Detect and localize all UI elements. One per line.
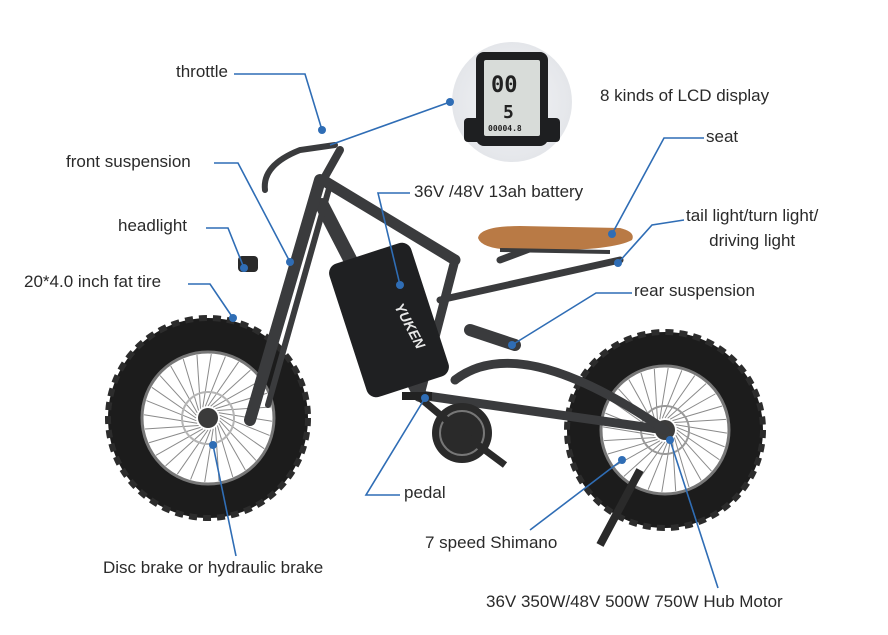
callout-pedal [364,397,426,496]
label-front-suspension: front suspension [66,152,191,171]
spoke [219,420,257,461]
spoke [661,440,671,492]
label-pedal: pedal [404,483,446,502]
spoke [653,368,659,421]
spoke [155,428,204,456]
spoke [190,429,212,480]
label-fat-tire: 20*4.0 inch fat tire [24,272,162,291]
callout-lcd [329,101,451,146]
label-headlight: headlight [118,216,188,235]
spoke [151,386,197,419]
spoke [219,417,265,450]
label-rear-suspension: rear suspension [634,281,755,300]
front-wheel [105,315,311,521]
label-seat: seat [706,127,739,146]
spoke [204,428,214,482]
spoke [640,372,657,423]
spoke [207,361,240,407]
callout-hub-motor [669,439,719,589]
spoke [676,429,720,461]
spoke [676,426,725,448]
spoke [217,406,272,412]
label-throttle: throttle [176,62,228,81]
callout-battery-dot [396,281,404,289]
spoke [212,380,261,408]
callout-dots [209,98,674,464]
callout-throttle [234,73,323,131]
spoke [170,365,198,414]
spoke [196,354,202,409]
spoke [148,426,201,444]
callout-tail-light [617,219,685,264]
spoke [672,405,723,422]
callout-rear-suspension-dot [508,341,516,349]
callout-shimano [529,459,623,531]
spoke [607,438,658,455]
callout-fat-tire-dot [229,314,237,322]
crankset [402,392,508,468]
spoke [176,429,209,475]
label-tail-light: tail light/turn light/ driving light [686,206,819,250]
callout-shimano-dot [618,456,626,464]
lcd-gear: 5 [503,102,514,123]
spoke [159,375,197,416]
callout-front-suspension-dot [286,258,294,266]
callout-lines [188,73,719,589]
spoke [661,370,683,419]
callout-seat [611,137,704,235]
callout-headlight [206,227,245,269]
spoke [673,437,690,488]
label-shimano: 7 speed Shimano [425,533,558,552]
callout-pedal-dot [421,394,429,402]
kickstand [596,468,644,547]
callout-battery [376,192,410,286]
lcd-odometer: 00004.8 [488,124,522,133]
callout-throttle-dot [318,126,326,134]
spoke [218,422,246,471]
spoke [182,358,200,411]
callout-front-suspension [214,162,291,263]
spoke [676,432,712,472]
callout-seat-dot [608,230,616,238]
spoke [219,414,270,436]
spoke [664,375,696,419]
spoke [603,436,656,442]
battery: YUKEN [329,242,449,398]
spoke [144,424,199,430]
spoke [202,354,212,408]
callout-rear-suspension [511,292,632,346]
callout-hub-motor-dot [666,436,674,444]
spoke [659,368,669,420]
callout-fat-tire [188,283,234,319]
spoke [216,425,234,478]
spoke [210,369,251,407]
spoke [144,414,198,424]
spoke [623,441,663,477]
spoke [669,393,716,420]
spoke [675,424,727,434]
spoke [674,418,727,424]
callout-headlight-dot [240,264,248,272]
label-lcd-display: 8 kinds of LCD display [600,86,770,105]
callout-lcd-dot [446,98,454,106]
lcd-speed: 00 [491,73,518,98]
label-hub-motor: 36V 350W/48V 500W 750W Hub Motor [486,592,783,611]
spoke [165,429,206,467]
spoke [675,434,702,481]
callout-brake-dot [209,441,217,449]
spoke [146,400,197,422]
label-brake: Disc brake or hydraulic brake [103,558,324,577]
lcd-display-inset: 00 5 00004.8 [452,42,572,162]
saddle [478,226,633,254]
spoke [204,356,226,407]
callout-tail-light-dot [614,259,622,267]
spoke [647,441,669,490]
callout-brake [212,444,237,557]
spoke [667,383,707,419]
spoke [603,426,655,436]
label-battery: 36V /48V 13ah battery [414,182,584,201]
